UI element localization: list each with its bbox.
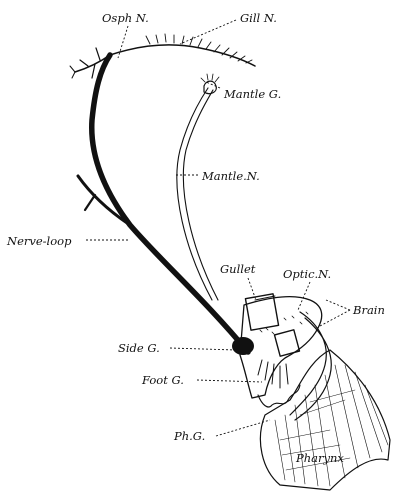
label-brain: Brain — [352, 303, 385, 317]
label-mantle-g: Mantle G. — [223, 87, 281, 101]
label-mantle-n: Mantle.N. — [201, 169, 260, 183]
label-osph-n: Osph N. — [102, 11, 149, 25]
nerve-loop-shape — [78, 55, 248, 352]
label-gullet: Gullet — [220, 262, 256, 276]
side-ganglion-shape — [232, 337, 254, 355]
leader-lines — [86, 20, 350, 436]
label-ph-g: Ph.G. — [173, 429, 205, 443]
brain-complex — [232, 294, 331, 420]
label-optic-n: Optic.N. — [283, 267, 331, 281]
label-nerve-loop: Nerve-loop — [6, 234, 72, 248]
mantle-nerve — [177, 74, 219, 300]
label-side-g: Side G. — [118, 341, 160, 355]
label-pharynx: Pharynx — [295, 451, 344, 465]
gill-nerve — [110, 34, 255, 66]
label-foot-g: Foot G. — [141, 373, 184, 387]
label-gill-n: Gill N. — [240, 11, 277, 25]
